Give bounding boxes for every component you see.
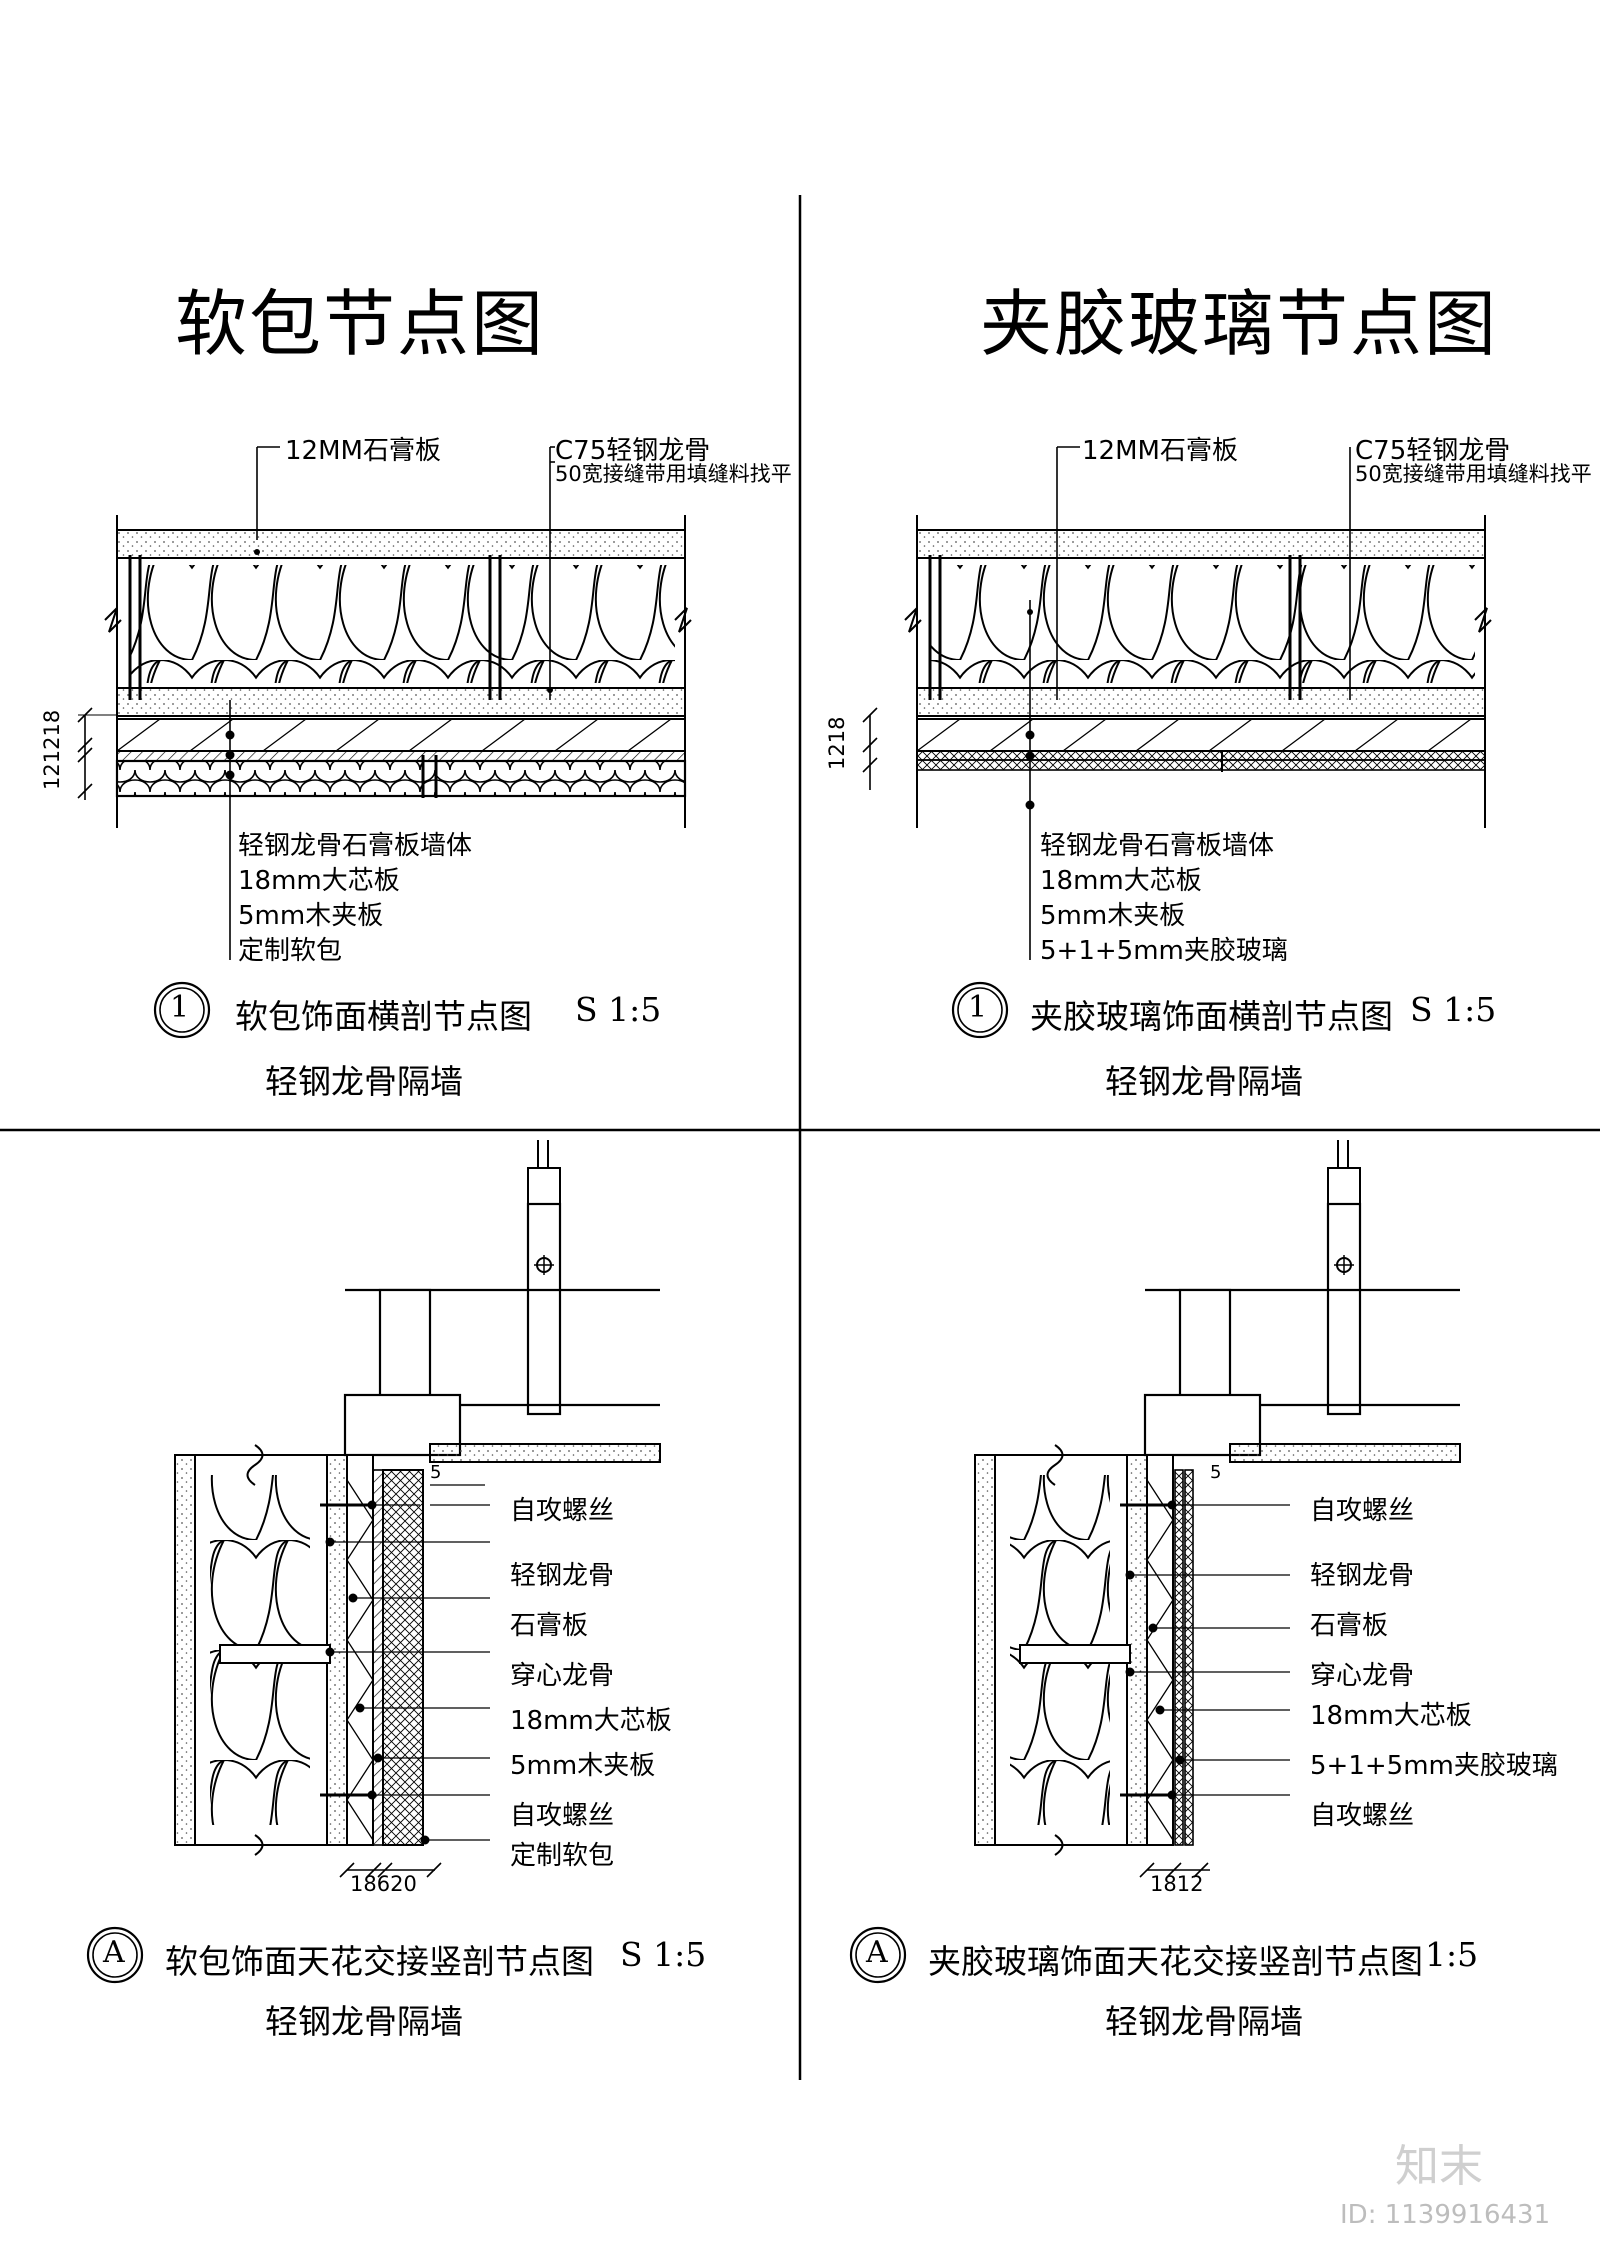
label-joint: 50宽接缝带用填缝料找平 <box>555 462 792 486</box>
label-keel: C75轻钢龙骨 <box>555 436 711 466</box>
dims-top-left: 121218 <box>40 709 64 790</box>
caption-sub-bl: 轻钢龙骨隔墙 <box>265 2002 463 2041</box>
label-joint-r: 50宽接缝带用填缝料找平 <box>1355 462 1592 486</box>
label-screw2-bl: 自攻螺丝 <box>510 1801 615 1831</box>
dims-bottom-right: 1812 <box>1150 1872 1204 1896</box>
caption-sub-br: 轻钢龙骨隔墙 <box>1105 2002 1303 2041</box>
top-left-section <box>77 446 692 960</box>
caption-sub-tl: 轻钢龙骨隔墙 <box>265 1062 463 1101</box>
dims-bottom-left: 18620 <box>350 1872 417 1896</box>
marker-circle-br <box>849 1926 907 1984</box>
watermark-id: ID: 1139916431 <box>1340 2200 1551 2230</box>
dim-top-bl: 5 <box>430 1462 442 1483</box>
label-wall-r: 轻钢龙骨石膏板墙体 <box>1040 831 1275 861</box>
label-custom-bl: 定制软包 <box>510 1841 615 1871</box>
dim-top-br: 5 <box>1210 1462 1222 1483</box>
label-screw1-bl: 自攻螺丝 <box>510 1496 615 1526</box>
label-gypsum-bl: 石膏板 <box>510 1611 589 1641</box>
label-gypsum: 12MM石膏板 <box>285 436 441 466</box>
label-gypsum-br: 石膏板 <box>1310 1611 1389 1641</box>
top-right-section <box>862 446 1492 960</box>
label-keel-r: C75轻钢龙骨 <box>1355 436 1511 466</box>
label-core-bl: 18mm大芯板 <box>510 1706 672 1736</box>
marker-circle-tl <box>153 981 211 1039</box>
watermark-logo: 知末 <box>1395 2141 1483 2192</box>
dims-top-right: 1218 <box>825 716 849 770</box>
label-through-bl: 穿心龙骨 <box>510 1661 615 1691</box>
label-ply-r: 5mm木夹板 <box>1040 901 1186 931</box>
marker-text-br: A <box>866 1935 888 1970</box>
title-soft-pack: 软包节点图 <box>175 282 546 366</box>
label-core-r: 18mm大芯板 <box>1040 866 1202 896</box>
caption-text-tl: 软包饰面横剖节点图 <box>235 997 532 1036</box>
caption-text-bl: 软包饰面天花交接竖剖节点图 <box>165 1942 594 1981</box>
marker-circle-bl <box>86 1926 144 1984</box>
caption-scale-br: 1:5 <box>1425 1935 1479 1974</box>
caption-scale-tl: S 1:5 <box>575 990 662 1029</box>
marker-text-tl: 1 <box>170 990 190 1025</box>
label-core-br: 18mm大芯板 <box>1310 1701 1472 1731</box>
label-gypsum-r: 12MM石膏板 <box>1082 436 1238 466</box>
label-screw2-br: 自攻螺丝 <box>1310 1801 1415 1831</box>
caption-scale-tr: S 1:5 <box>1410 990 1497 1029</box>
label-ply-bl: 5mm木夹板 <box>510 1751 656 1781</box>
label-through-br: 穿心龙骨 <box>1310 1661 1415 1691</box>
caption-text-br: 夹胶玻璃饰面天花交接竖剖节点图 <box>928 1942 1423 1981</box>
caption-scale-bl: S 1:5 <box>620 1935 707 1974</box>
label-glass-br: 5+1+5mm夹胶玻璃 <box>1310 1751 1558 1781</box>
bottom-right-section <box>974 1140 1461 1878</box>
label-ply: 5mm木夹板 <box>238 901 384 931</box>
label-keel-bl: 轻钢龙骨 <box>510 1561 615 1591</box>
label-wall: 轻钢龙骨石膏板墙体 <box>238 831 473 861</box>
marker-text-tr: 1 <box>968 990 988 1025</box>
label-custom: 定制软包 <box>238 936 343 966</box>
label-glass-r: 5+1+5mm夹胶玻璃 <box>1040 936 1288 966</box>
marker-circle-tr <box>951 981 1009 1039</box>
label-screw1-br: 自攻螺丝 <box>1310 1496 1415 1526</box>
marker-text-bl: A <box>103 1935 125 1970</box>
caption-text-tr: 夹胶玻璃饰面横剖节点图 <box>1030 997 1393 1036</box>
label-keel-br: 轻钢龙骨 <box>1310 1561 1415 1591</box>
bottom-left-section <box>174 1140 661 1878</box>
title-laminated-glass: 夹胶玻璃节点图 <box>980 282 1499 366</box>
caption-sub-tr: 轻钢龙骨隔墙 <box>1105 1062 1303 1101</box>
label-core: 18mm大芯板 <box>238 866 400 896</box>
